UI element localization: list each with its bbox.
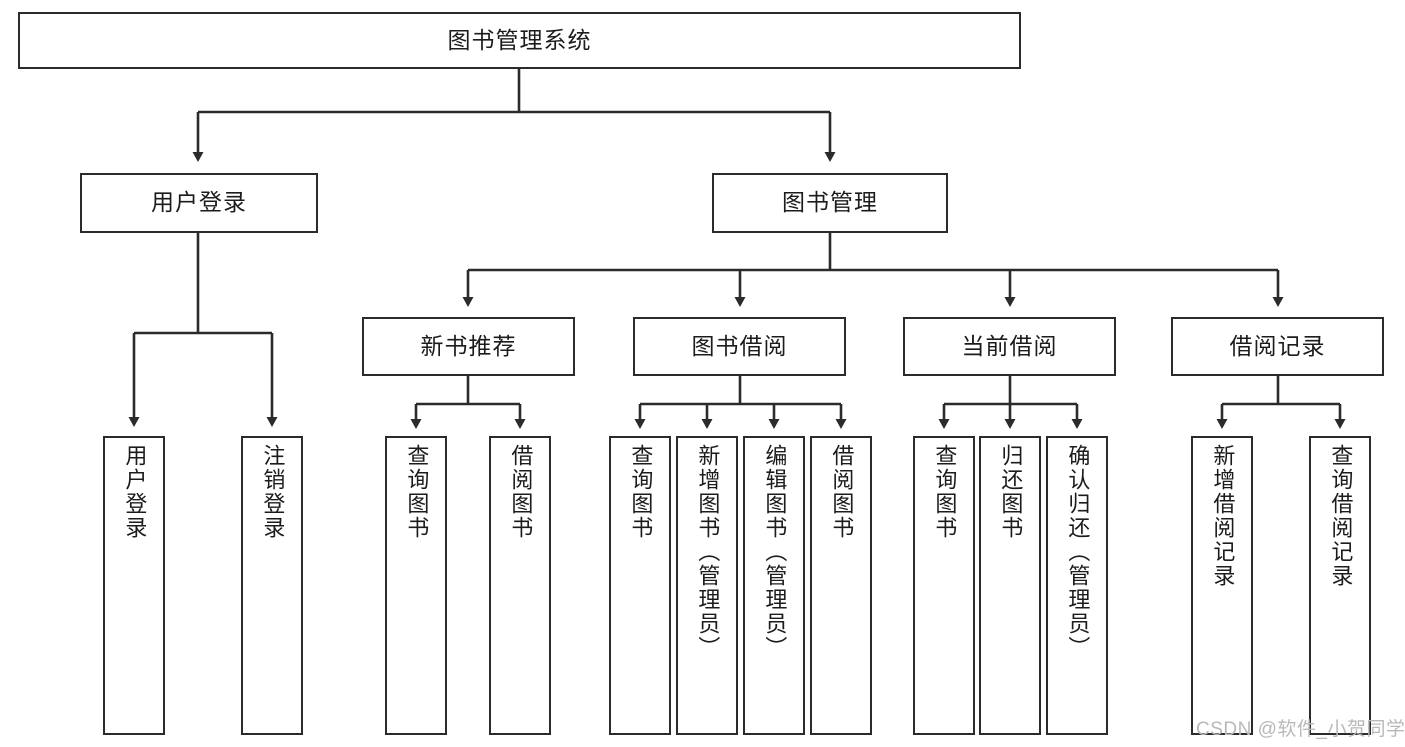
node-borrow-record[interactable]: 借阅记录 [1171, 317, 1384, 376]
leaf-user-login-0[interactable]: 用户登录 [103, 436, 165, 735]
node-root[interactable]: 图书管理系统 [18, 12, 1021, 69]
leaf-borrow-record-1[interactable]: 查询借阅记录 [1309, 436, 1371, 735]
node-book-borrow[interactable]: 图书借阅 [633, 317, 846, 376]
node-book-borrow-label: 图书借阅 [691, 332, 788, 359]
leaf-label: 编辑图书（管理员） [762, 444, 788, 660]
leaf-current-borrow-1[interactable]: 归还图书 [979, 436, 1041, 735]
leaf-book-borrow-2[interactable]: 编辑图书（管理员） [743, 436, 805, 735]
node-root-label: 图书管理系统 [447, 26, 592, 53]
edge-group-book-manage [462, 233, 1284, 307]
node-current-borrow[interactable]: 当前借阅 [903, 317, 1116, 376]
leaf-user-login-1[interactable]: 注销登录 [241, 436, 303, 735]
edge-group-user-login [128, 233, 278, 427]
leaf-label: 确认归还（管理员） [1065, 444, 1091, 660]
leaf-new-book-rec-0[interactable]: 查询图书 [385, 436, 447, 735]
leaf-current-borrow-2[interactable]: 确认归还（管理员） [1046, 436, 1108, 735]
leaf-book-borrow-0[interactable]: 查询图书 [609, 436, 671, 735]
node-current-borrow-label: 当前借阅 [961, 332, 1058, 359]
leaf-label: 借阅图书 [508, 444, 534, 540]
edge-group-book-borrow [634, 376, 847, 429]
leaf-borrow-record-0[interactable]: 新增借阅记录 [1191, 436, 1253, 735]
edge-group-new-book-rec [410, 376, 526, 429]
leaf-label: 查询图书 [628, 444, 654, 540]
leaf-label: 新增借阅记录 [1210, 444, 1236, 588]
leaf-label: 归还图书 [998, 444, 1024, 540]
node-book-manage[interactable]: 图书管理 [712, 173, 948, 233]
edge-group-current-borrow [938, 376, 1083, 429]
leaf-label: 注销登录 [260, 444, 286, 540]
node-user-login-label: 用户登录 [151, 189, 247, 216]
edge-group-borrow-record [1216, 376, 1346, 429]
leaf-label: 新增图书（管理员） [695, 444, 721, 660]
leaf-label: 借阅图书 [829, 444, 855, 540]
leaf-label: 查询借阅记录 [1328, 444, 1354, 588]
node-book-manage-label: 图书管理 [782, 189, 878, 216]
node-user-login[interactable]: 用户登录 [80, 173, 318, 233]
leaf-book-borrow-1[interactable]: 新增图书（管理员） [676, 436, 738, 735]
node-borrow-record-label: 借阅记录 [1229, 332, 1326, 359]
node-new-book-rec[interactable]: 新书推荐 [362, 317, 575, 376]
node-new-book-rec-label: 新书推荐 [420, 332, 517, 359]
leaf-label: 查询图书 [932, 444, 958, 540]
leaf-current-borrow-0[interactable]: 查询图书 [913, 436, 975, 735]
edge-group-root [192, 69, 836, 162]
leaf-new-book-rec-1[interactable]: 借阅图书 [489, 436, 551, 735]
leaf-book-borrow-3[interactable]: 借阅图书 [810, 436, 872, 735]
leaf-label: 用户登录 [122, 444, 148, 540]
leaf-label: 查询图书 [404, 444, 430, 540]
